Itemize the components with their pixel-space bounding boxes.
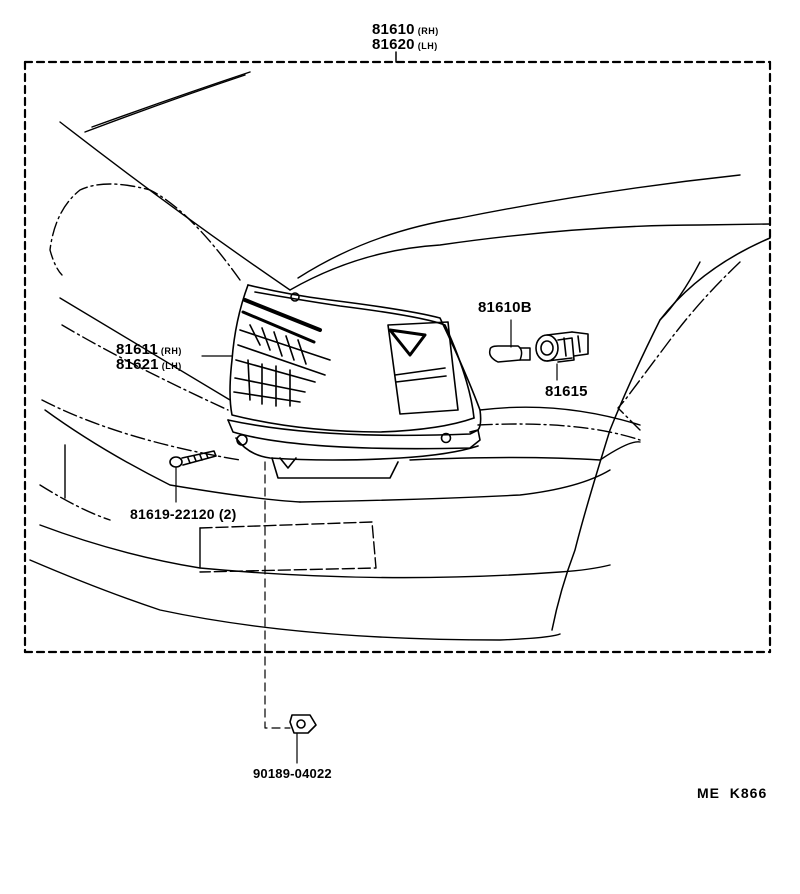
bulb-drawing (488, 345, 531, 363)
assembly-lh-suffix: (LH) (417, 41, 438, 51)
screw-part-label: 81619-22120 (2) (130, 506, 237, 522)
assembly-lh-label: 81620(LH) (372, 37, 438, 53)
lens-lh-part: 81621 (116, 356, 159, 373)
lens-rh-label: 81611(RH) (116, 342, 182, 358)
lens-lh-label: 81621(LH) (116, 357, 182, 373)
bulb-part-label: 81610B (478, 299, 532, 316)
assembly-frame (23, 51, 772, 654)
assembly-lh-part: 81620 (372, 36, 415, 53)
assembly-rh-suffix: (RH) (417, 26, 439, 36)
assembly-part-label: 81610(RH) (372, 22, 439, 38)
car-body-outline (29, 71, 771, 641)
lamp-assembly (227, 284, 482, 479)
screw-drawing (169, 450, 217, 468)
lens-lh-suffix: (LH) (161, 361, 182, 371)
leader-lines (175, 319, 558, 764)
nut-drawing (289, 714, 317, 734)
drawing-code-label: ME K866 (697, 785, 768, 801)
lens-rh-part: 81611 (116, 341, 158, 358)
lens-rh-suffix: (RH) (160, 346, 182, 356)
socket-part-label: 81615 (545, 383, 588, 400)
nut-part-label: 90189-04022 (253, 766, 332, 781)
socket-drawing (535, 331, 589, 363)
assembly-rh-part: 81610 (372, 21, 415, 38)
